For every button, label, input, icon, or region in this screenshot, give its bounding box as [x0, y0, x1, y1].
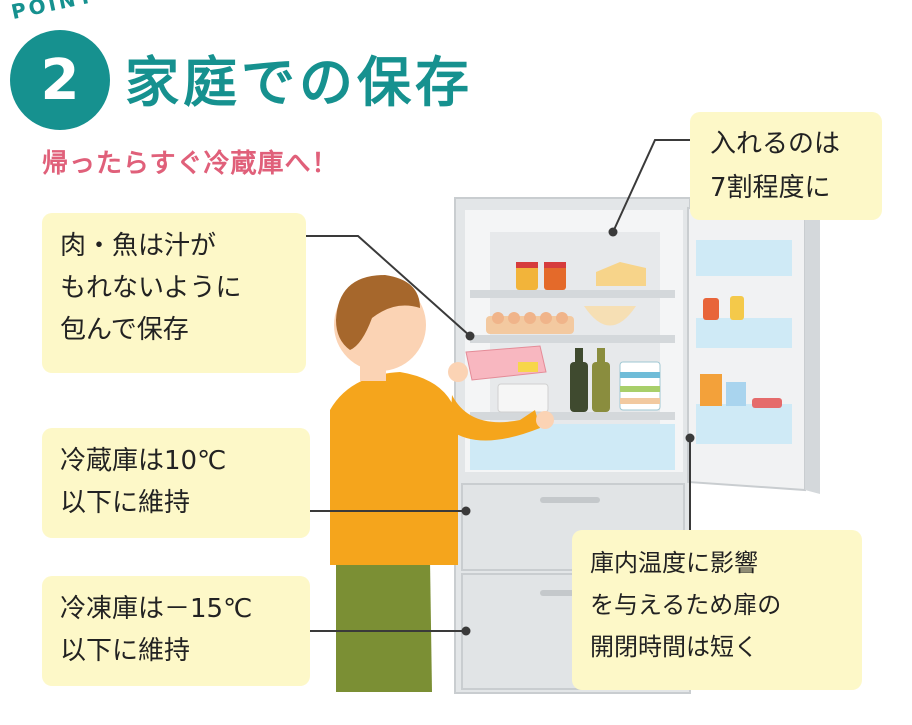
note-line: を与えるため扉の — [590, 591, 782, 619]
note-line: 7割程度に — [710, 173, 831, 203]
note-line: 入れるのは — [710, 129, 841, 159]
note-line: 以下に維持 — [60, 636, 191, 666]
note-line: 庫内温度に影響 — [590, 549, 758, 577]
note-line: 冷蔵庫は10℃ — [60, 446, 227, 476]
note-line: 冷凍庫は－15℃ — [60, 594, 253, 624]
note-meat-fish: 肉・魚は汁が もれないように 包んで保存 — [42, 213, 306, 373]
point-number-badge: 2 — [10, 30, 110, 130]
note-door-open: 庫内温度に影響 を与えるため扉の 開閉時間は短く — [572, 530, 862, 690]
note-line: 肉・魚は汁が — [60, 231, 217, 261]
note-line: 包んで保存 — [60, 315, 189, 345]
note-line: 以下に維持 — [60, 488, 191, 518]
note-line: 開閉時間は短く — [590, 633, 758, 661]
note-line: もれないように — [60, 273, 242, 303]
note-fill-level: 入れるのは 7割程度に — [690, 112, 882, 220]
page-title: 家庭での保存 — [125, 51, 473, 114]
note-fridge-temp: 冷蔵庫は10℃ 以下に維持 — [42, 428, 310, 538]
page-subtitle: 帰ったらすぐ冷蔵庫へ！ — [42, 149, 339, 179]
note-freezer-temp: 冷凍庫は－15℃ 以下に維持 — [42, 576, 310, 686]
